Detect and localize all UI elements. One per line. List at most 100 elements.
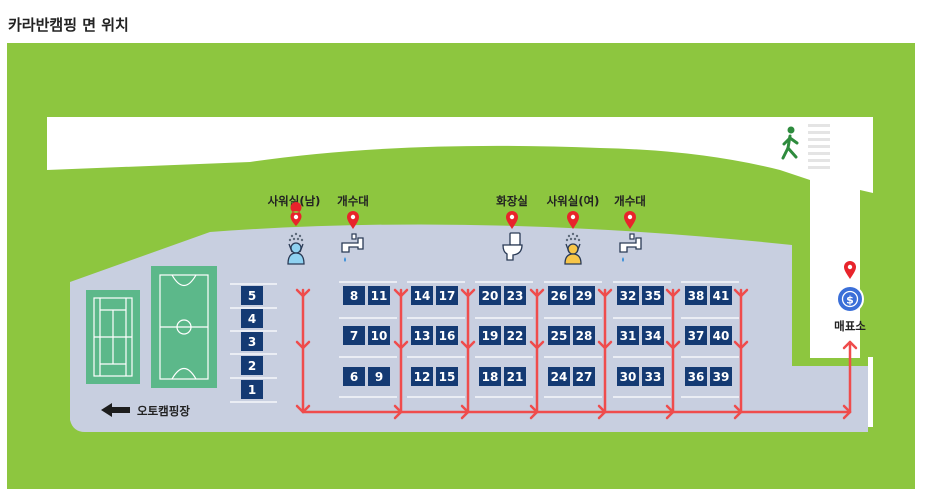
arrow-left-icon — [101, 403, 130, 417]
pin-dot — [509, 214, 515, 220]
campsite-number: 26 — [551, 289, 568, 303]
faucet-icon — [341, 233, 364, 262]
tennis-court — [86, 290, 140, 384]
campsite-15: 15 — [436, 367, 458, 386]
campsite-41: 41 — [710, 286, 732, 305]
traffic-arrows — [295, 288, 858, 420]
campsite-37: 37 — [685, 326, 707, 345]
location-pin-icon — [844, 261, 856, 279]
campsite-number: 4 — [248, 312, 256, 326]
toilet-icon — [502, 232, 523, 261]
campsite-9: 9 — [368, 367, 390, 386]
campsite-19: 19 — [479, 326, 501, 345]
campsite-number: 17 — [439, 289, 456, 303]
campsite-number: 10 — [371, 329, 388, 343]
campsite-number: 15 — [439, 370, 456, 384]
campsite-40: 40 — [710, 326, 732, 345]
campsite-number: 16 — [439, 329, 456, 343]
campsite-number: 3 — [248, 335, 256, 349]
facility-label-shower-female: 사워실(여) — [547, 194, 600, 208]
campsite-number: 27 — [576, 370, 593, 384]
campsite-34: 34 — [642, 326, 664, 345]
campsite-number: 14 — [414, 289, 431, 303]
campsite-number: 34 — [645, 329, 662, 343]
campsite-32: 32 — [617, 286, 639, 305]
campsite-number: 24 — [551, 370, 568, 384]
campsite-1: 1 — [241, 380, 263, 399]
faucet-icon — [619, 233, 642, 262]
campsite-number: 41 — [713, 289, 730, 303]
campsite-26: 26 — [548, 286, 570, 305]
pin-dot — [627, 214, 633, 220]
campsite-10: 10 — [368, 326, 390, 345]
campsite-number: 2 — [248, 359, 256, 373]
campsite-number: 36 — [688, 370, 705, 384]
campsite-number: 31 — [620, 329, 637, 343]
campsite-number: 38 — [688, 289, 705, 303]
campsite-14: 14 — [411, 286, 433, 305]
walking-person-icon — [781, 126, 799, 160]
location-pin-icon — [290, 202, 302, 226]
campsite-17: 17 — [436, 286, 458, 305]
campsite-23: 23 — [504, 286, 526, 305]
campsite-36: 36 — [685, 367, 707, 386]
facility-label-toilet: 화장실 — [496, 194, 528, 208]
campsite-12: 12 — [411, 367, 433, 386]
campsite-28: 28 — [573, 326, 595, 345]
campsite-25: 25 — [548, 326, 570, 345]
campsite-29: 29 — [573, 286, 595, 305]
campsite-24: 24 — [548, 367, 570, 386]
campsite-11: 11 — [368, 286, 390, 305]
road-right-stub — [868, 357, 873, 427]
campsite-number: 20 — [482, 289, 499, 303]
campsite-number: 40 — [713, 329, 730, 343]
page-title: 카라반캠핑 면 위치 — [8, 16, 129, 34]
campsite-31: 31 — [617, 326, 639, 345]
campsite-number: 33 — [645, 370, 662, 384]
campsite-number: 1 — [248, 383, 256, 397]
crosswalk — [808, 124, 830, 169]
campsite-33: 33 — [642, 367, 664, 386]
location-pin-icon — [624, 211, 636, 229]
facility-label-sink-1: 개수대 — [337, 194, 369, 208]
campsite-18: 18 — [479, 367, 501, 386]
campsite-number: 11 — [371, 289, 388, 303]
campsite-number: 19 — [482, 329, 499, 343]
campsite-number: 5 — [248, 289, 256, 303]
campsite-21: 21 — [504, 367, 526, 386]
campsite-number: 13 — [414, 329, 431, 343]
campsite-35: 35 — [642, 286, 664, 305]
dollar-coin-icon — [836, 285, 864, 313]
campsite-number: 35 — [645, 289, 662, 303]
campsite-number: 21 — [507, 370, 524, 384]
pin-dot — [570, 214, 576, 220]
campsite-38: 38 — [685, 286, 707, 305]
facility-label-sink-2: 개수대 — [614, 194, 646, 208]
campsite-number: 22 — [507, 329, 524, 343]
campsite-number: 6 — [350, 370, 358, 384]
ticket-office: $ 매표소 — [834, 285, 866, 333]
campsite-number: 29 — [576, 289, 593, 303]
ticket-office-label: 매표소 — [834, 319, 866, 333]
campsite-number: 12 — [414, 370, 431, 384]
campsite-number: 23 — [507, 289, 524, 303]
campsite-16: 16 — [436, 326, 458, 345]
facilities: 사워실(남) 개수대 화장실 사워실(여) 개수대 — [268, 194, 856, 279]
campsite-7: 7 — [343, 326, 365, 345]
campsite-number: 39 — [713, 370, 730, 384]
pin-dot — [350, 214, 356, 220]
location-pin-icon — [347, 211, 359, 229]
auto-camping-label: 오토캠핑장 — [137, 404, 190, 418]
campsite-number: 8 — [350, 289, 358, 303]
campsite-number: 18 — [482, 370, 499, 384]
campsite-number: 37 — [688, 329, 705, 343]
campsite-number: 9 — [375, 370, 383, 384]
campsite-20: 20 — [479, 286, 501, 305]
auto-camping-direction: 오토캠핑장 — [101, 403, 190, 418]
svg-text:$: $ — [846, 294, 854, 307]
campsite-30: 30 — [617, 367, 639, 386]
location-pin-icon — [506, 211, 518, 229]
soccer-field — [151, 266, 217, 388]
campsite-number: 30 — [620, 370, 637, 384]
